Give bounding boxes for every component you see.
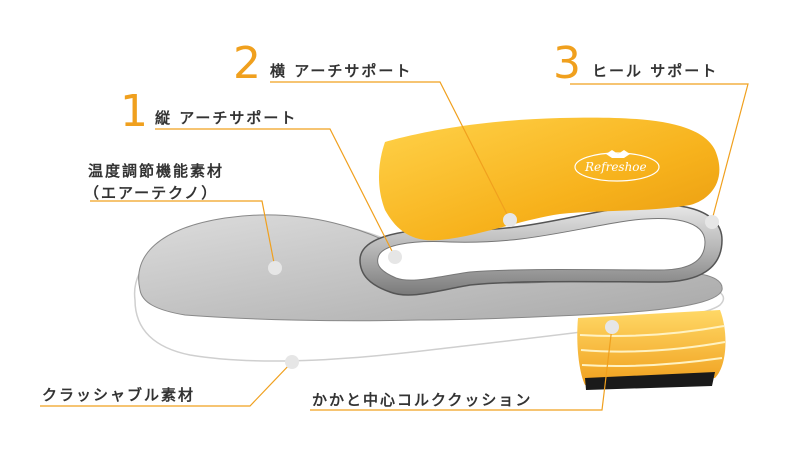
dot-heel-support: [705, 215, 719, 229]
dot-crushable-material: [285, 355, 299, 369]
callout-label-temperature-material-sub: （エアーテクノ）: [84, 184, 219, 202]
leader-lines: [40, 81, 749, 411]
callout-number-2: 2: [233, 38, 261, 89]
dot-horizontal-arch: [503, 213, 517, 227]
callout-label-horizontal-arch: 横 アーチサポート: [270, 62, 413, 80]
dot-heel-cork: [605, 320, 619, 334]
callout-label-crushable-material: クラッシャブル素材: [42, 386, 196, 404]
logo-text: Refreshoe: [585, 160, 647, 174]
dot-longitudinal-arch: [388, 250, 402, 264]
callout-number-1: 1: [120, 86, 148, 137]
callout-label-longitudinal-arch: 縦 アーチサポート: [155, 109, 298, 127]
callout-label-heel-support: ヒール サポート: [592, 62, 719, 80]
brand-logo: [574, 150, 660, 182]
top-cover-shape: [378, 117, 720, 241]
callout-number-3: 3: [553, 38, 581, 89]
callout-label-temperature-material: 温度調節機能素材: [88, 162, 225, 180]
leader-dots: [268, 213, 719, 369]
dot-temperature-material: [268, 261, 282, 275]
heel-cork-cushion-shape: [577, 310, 726, 390]
callout-label-heel-cork: かかと中心コルククッション: [312, 391, 533, 409]
